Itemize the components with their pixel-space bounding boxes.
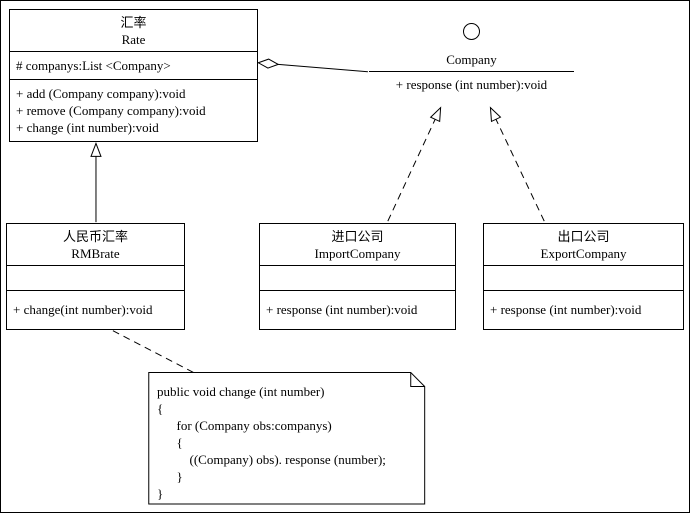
- class-rate-methods: + add (Company company):void + remove (C…: [10, 80, 257, 141]
- class-box-importcompany: 进口公司 ImportCompany + response (int numbe…: [259, 223, 456, 330]
- class-exportcompany-attributes: [484, 266, 683, 291]
- attribute-item: # companys:List <Company>: [16, 58, 171, 73]
- aggregation-connector-rate-company: [258, 63, 368, 73]
- interface-lollipop-icon: [463, 23, 480, 40]
- class-exportcompany-name-en: ExportCompany: [540, 246, 627, 261]
- method-item: + response (int number):void: [266, 302, 418, 317]
- method-item: + response (int number):void: [490, 302, 642, 317]
- method-item: + change (int number):void: [16, 120, 159, 135]
- class-rate-title: 汇率 Rate: [10, 10, 257, 52]
- class-exportcompany-name-cn: 出口公司: [557, 229, 610, 244]
- interface-method: + response (int number):void: [395, 77, 548, 92]
- code-note: public void change (int number) { for (C…: [149, 374, 426, 506]
- class-importcompany-attributes: [260, 266, 455, 291]
- note-line: {: [157, 435, 183, 450]
- class-importcompany-title: 进口公司 ImportCompany: [260, 224, 455, 266]
- class-importcompany-name-en: ImportCompany: [314, 246, 401, 261]
- class-rmbrate-attributes: [7, 266, 184, 291]
- interface-name: Company: [369, 51, 574, 72]
- class-rate-attributes: # companys:List <Company>: [10, 52, 257, 80]
- class-rate-name-en: Rate: [121, 32, 146, 47]
- note-line: ((Company) obs). response (number);: [157, 452, 386, 467]
- class-rmbrate-title: 人民币汇率 RMBrate: [7, 224, 184, 266]
- method-item: + change(int number):void: [13, 302, 153, 317]
- class-box-rate: 汇率 Rate # companys:List <Company> + add …: [9, 9, 258, 142]
- realization-connector-exportcompany-company: [489, 106, 545, 222]
- class-exportcompany-methods: + response (int number):void: [484, 291, 683, 329]
- class-box-rmbrate: 人民币汇率 RMBrate + change(int number):void: [6, 223, 185, 330]
- class-box-exportcompany: 出口公司 ExportCompany + response (int numbe…: [483, 223, 684, 330]
- class-importcompany-methods: + response (int number):void: [260, 291, 455, 329]
- note-line: }: [157, 486, 164, 501]
- note-line: }: [157, 469, 183, 484]
- note-line: for (Company obs:companys): [157, 418, 332, 433]
- class-rmbrate-name-en: RMBrate: [71, 246, 120, 261]
- realization-connector-importcompany-company: [387, 106, 442, 222]
- note-line: {: [157, 401, 164, 416]
- class-rmbrate-name-cn: 人民币汇率: [62, 229, 128, 244]
- note-line: public void change (int number): [157, 384, 325, 399]
- method-item: + remove (Company company):void: [16, 103, 206, 118]
- method-item: + add (Company company):void: [16, 86, 186, 101]
- note-link-connector: [112, 330, 194, 373]
- class-rmbrate-methods: + change(int number):void: [7, 291, 184, 329]
- class-exportcompany-title: 出口公司 ExportCompany: [484, 224, 683, 266]
- class-importcompany-name-cn: 进口公司: [331, 229, 384, 244]
- class-rate-name-cn: 汇率: [120, 15, 147, 30]
- interface-company: Company + response (int number):void: [369, 23, 574, 93]
